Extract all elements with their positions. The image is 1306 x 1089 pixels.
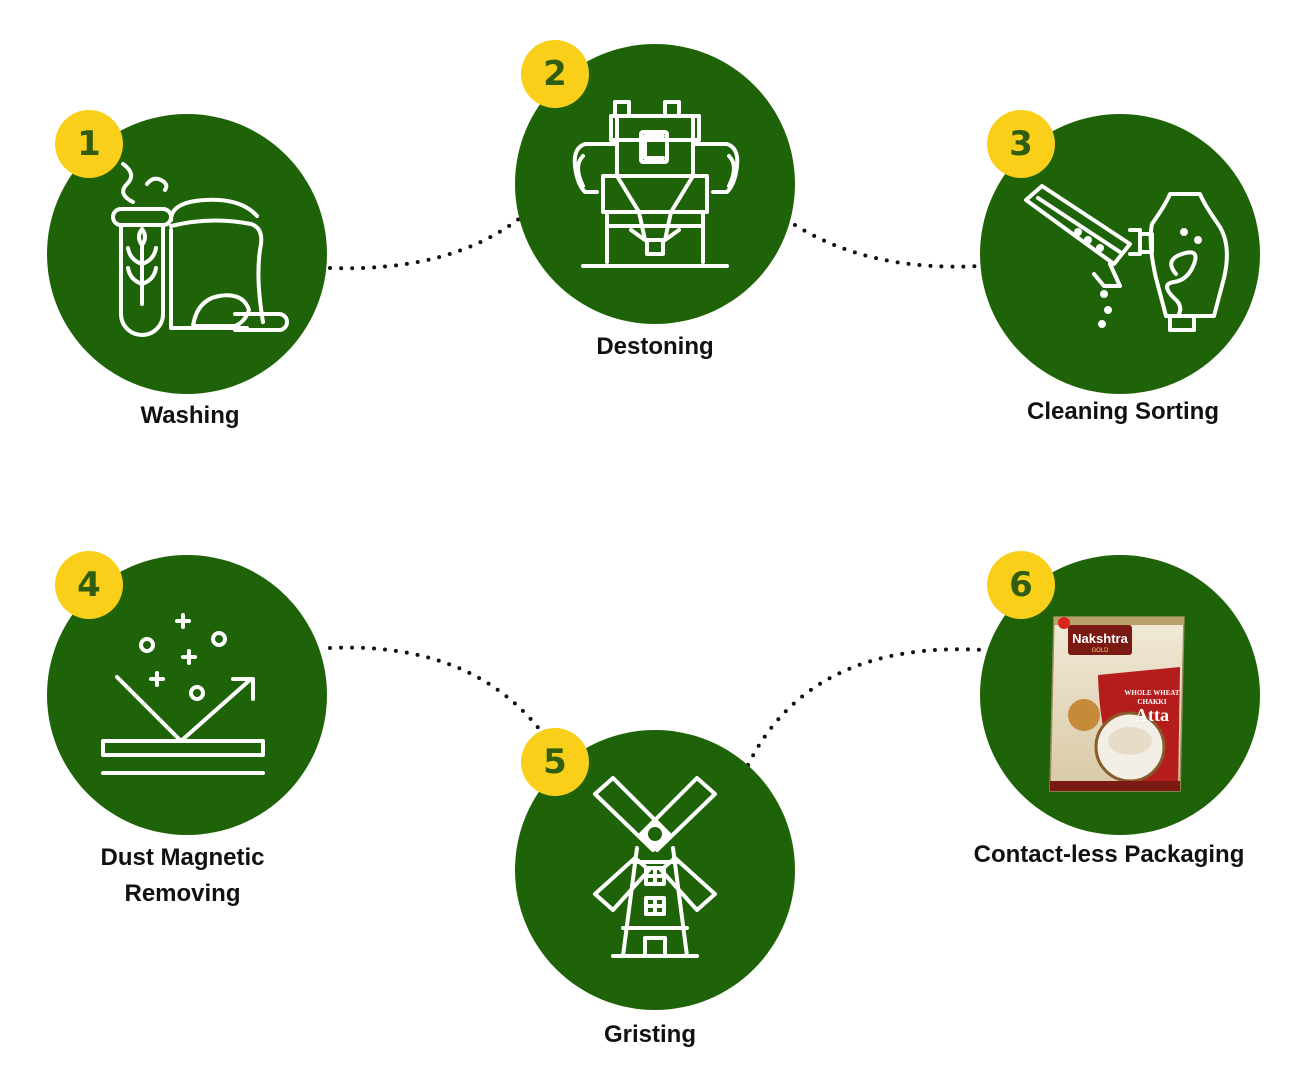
step-4-badge: 4 (55, 551, 123, 619)
chute-separator-icon (1024, 184, 1229, 332)
step-1-label: Washing (140, 402, 240, 429)
step-3-badge: 3 (987, 110, 1055, 178)
connector-1-2 (328, 216, 522, 271)
atta-package-icon: Nakshtra GOLD WHOLE WHEAT CHAKKI Atta (1049, 616, 1185, 792)
package-brand-plate (1068, 625, 1132, 655)
windmill-icon (593, 776, 717, 958)
step-4-label-line-2: Removing (124, 880, 241, 907)
step-4-label: Dust Magnetic Removing (60, 840, 305, 912)
step-3-label: Cleaning Sorting (1027, 398, 1219, 425)
package-product-text: Atta (1135, 705, 1169, 725)
package-brand-sub-text: GOLD (1091, 648, 1109, 654)
step-6-label: Contact-less Packaging (973, 841, 1245, 868)
destoner-machine-icon (572, 100, 740, 268)
package-line1-text: WHOLE WHEAT (1124, 689, 1180, 697)
step-2-badge: 2 (521, 40, 589, 108)
package-line2-text: CHAKKI (1137, 698, 1166, 706)
step-4-label-line-1: Dust Magnetic (100, 844, 265, 871)
step-2-label: Destoning (596, 333, 714, 360)
step-1-badge: 1 (55, 110, 123, 178)
step-5-badge: 5 (521, 728, 589, 796)
step-6-badge: 6 (987, 551, 1055, 619)
connector-4-5 (328, 645, 542, 732)
connector-5-6 (746, 647, 987, 767)
package-brand-text: Nakshtra (1072, 631, 1128, 646)
step-6-circle: Nakshtra GOLD WHOLE WHEAT CHAKKI Atta (980, 555, 1260, 835)
step-5-label: Gristing (603, 1021, 696, 1048)
connector-2-3 (793, 223, 982, 269)
particle-deflection-icon (101, 613, 265, 775)
grain-sack-test-tube-icon (111, 162, 289, 337)
